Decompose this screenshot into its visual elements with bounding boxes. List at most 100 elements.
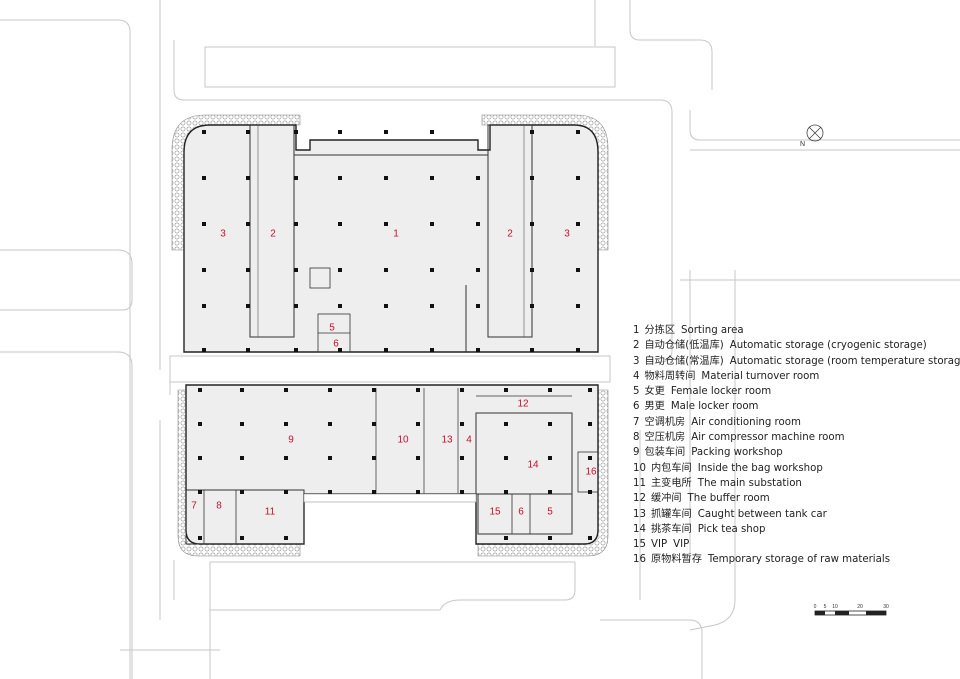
structural-column (588, 536, 592, 540)
legend-en: Automatic storage (room temperature stor… (729, 355, 960, 367)
room-label-11: 11 (265, 507, 276, 518)
structural-column (294, 304, 298, 308)
structural-column (246, 348, 250, 352)
structural-column (504, 456, 508, 460)
structural-column (548, 388, 552, 392)
structural-column (460, 490, 464, 494)
room-label-16: 16 (585, 467, 597, 478)
legend-zh: 男更 (644, 401, 665, 413)
structural-column (548, 422, 552, 426)
structural-column (460, 388, 464, 392)
compass-north-label: N (800, 141, 805, 148)
structural-column (416, 456, 420, 460)
structural-column (476, 176, 480, 180)
structural-column (504, 422, 508, 426)
legend-en: Temporary storage of raw materials (707, 554, 891, 566)
room-label-15: 15 (489, 507, 501, 518)
legend-zh: 内包车间 (650, 462, 692, 474)
room-label-1: 1 (393, 229, 399, 240)
structural-column (384, 304, 388, 308)
north-compass: N (800, 124, 824, 148)
structural-column (294, 348, 298, 352)
structural-column (284, 388, 288, 392)
room-label-3a: 3 (220, 229, 226, 240)
structural-column (504, 490, 508, 494)
scale-tick-5: 5 (824, 604, 827, 610)
legend-num: 10 (633, 462, 646, 474)
structural-column (476, 222, 480, 226)
structural-column (430, 348, 434, 352)
structural-column (284, 536, 288, 540)
legend-zh: 原物料暂存 (650, 554, 702, 566)
legend-zh: 分拣区 (644, 325, 676, 336)
legend-zh: 空压机房 (644, 432, 686, 444)
structural-column (416, 490, 420, 494)
structural-column (198, 490, 202, 494)
structural-column (284, 456, 288, 460)
structural-column (476, 304, 480, 308)
room-label-8: 8 (216, 501, 222, 512)
structural-column (328, 490, 332, 494)
legend-zh: 空调机房 (644, 416, 686, 428)
structural-column (240, 490, 244, 494)
structural-column (504, 388, 508, 392)
room-label-13: 13 (441, 435, 453, 446)
legend-en: Inside the bag workshop (697, 462, 823, 474)
legend-item: 10 内包车间 Inside the bag workshop (633, 461, 960, 476)
structural-column (384, 348, 388, 352)
structural-column (240, 422, 244, 426)
structural-column (246, 130, 250, 134)
legend-en: The buffer room (687, 493, 770, 505)
legend-num: 5 (633, 386, 640, 398)
scale-tick-10: 10 (832, 604, 838, 610)
structural-column (460, 456, 464, 460)
room-label-12: 12 (517, 399, 529, 410)
structural-column (416, 422, 420, 426)
structural-column (504, 536, 508, 540)
structural-column (338, 130, 342, 134)
scale-tick-20: 20 (857, 604, 863, 610)
structural-column (430, 176, 434, 180)
structural-column (294, 268, 298, 272)
structural-column (294, 176, 298, 180)
structural-column (338, 176, 342, 180)
legend-en: Female locker room (670, 386, 772, 398)
legend-zh: 自动仓储(低温库) (644, 340, 724, 352)
scale-tick-30: 30 (883, 604, 889, 610)
structural-column (430, 222, 434, 226)
legend-num: 7 (633, 416, 640, 428)
structural-column (576, 348, 580, 352)
legend-item: 7 空调机房 Air conditioning room (633, 415, 960, 430)
legend-en: VIP (673, 539, 690, 551)
legend-en: Packing workshop (691, 447, 783, 459)
structural-column (202, 268, 206, 272)
legend-en: Material turnover room (701, 370, 820, 382)
structural-column (430, 268, 434, 272)
room-label-3b: 3 (564, 229, 570, 240)
structural-column (294, 130, 298, 134)
structural-column (198, 422, 202, 426)
room-label-6a: 6 (333, 339, 339, 350)
structural-column (246, 304, 250, 308)
structural-column (476, 348, 480, 352)
structural-column (384, 268, 388, 272)
legend-num: 13 (633, 508, 646, 520)
structural-column (384, 222, 388, 226)
structural-column (338, 222, 342, 226)
structural-column (588, 388, 592, 392)
structural-column (240, 536, 244, 540)
room-label-9: 9 (288, 435, 294, 446)
room-label-5b: 5 (547, 507, 553, 518)
legend-num: 16 (633, 554, 646, 566)
legend-zh: VIP (650, 539, 668, 551)
canopy-band (169, 355, 611, 383)
room-label-4: 4 (466, 435, 472, 446)
legend-en: Air conditioning room (691, 416, 801, 428)
legend-zh: 自动仓储(常温库) (644, 355, 724, 367)
